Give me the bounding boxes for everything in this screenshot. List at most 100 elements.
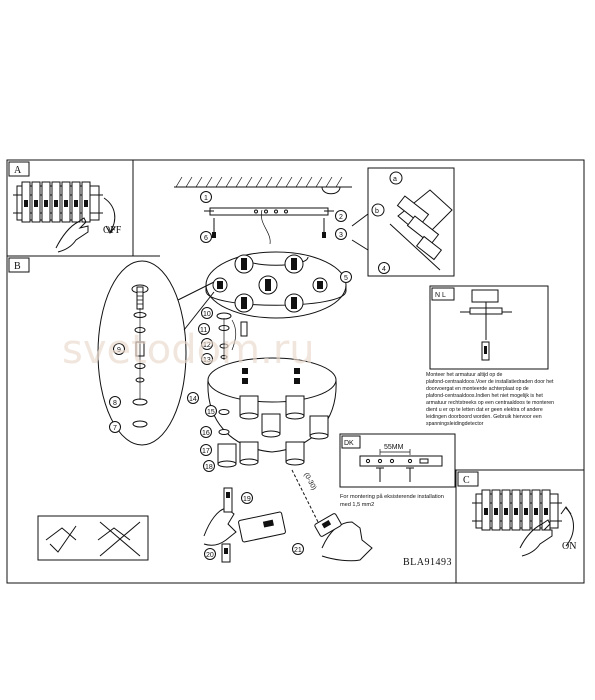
svg-text:15: 15 — [207, 409, 215, 416]
do-dont-icons — [37, 515, 149, 561]
step-number: 16 — [200, 426, 212, 438]
step-number: 21 — [292, 543, 304, 555]
step-number: 13 — [201, 353, 213, 365]
panel-b: B — [7, 255, 160, 273]
step-number: 4 — [378, 262, 390, 274]
nl-text: Monteer het armatuur altijd op de plafon… — [426, 372, 554, 427]
panel-a-off-label: OFF — [103, 225, 122, 236]
panel-b-letter: B — [14, 261, 21, 272]
rotate-down-arrow-icon — [103, 197, 116, 233]
zoom-detail-bubble — [97, 260, 215, 446]
nl-text-line: doorvoergat en monteerde achterplaat op … — [426, 386, 529, 392]
step-number: 10 — [201, 307, 213, 319]
step-number: 3 — [335, 228, 347, 240]
svg-text:1: 1 — [204, 195, 208, 202]
hand-icon — [203, 507, 237, 546]
dk-label-box — [341, 435, 361, 449]
step-number: 2 — [335, 210, 347, 222]
svg-text:13: 13 — [203, 357, 211, 364]
nl-text-line: plafond-centraaldoos.Voer de installatie… — [426, 379, 554, 385]
page-frame — [6, 159, 585, 584]
svg-text:9: 9 — [117, 347, 121, 354]
svg-text:11: 11 — [200, 327, 207, 334]
dk-note-line: med 1,5 mm2 — [340, 502, 374, 508]
panel-c-letter: C — [463, 475, 470, 486]
svg-text:8: 8 — [113, 400, 117, 407]
panel-a-letter: A — [14, 165, 22, 176]
svg-text:12: 12 — [203, 342, 211, 349]
panel-c: C ON — [455, 469, 585, 584]
remote-range-label: (0-30) — [302, 472, 317, 492]
svg-text:21: 21 — [294, 547, 302, 554]
step-number: 18 — [203, 460, 215, 472]
step-number: 14 — [187, 392, 199, 404]
model-code: BLA91493 — [403, 557, 452, 568]
nl-text-line: spanningsleidingdetector — [426, 421, 484, 427]
svg-text:10: 10 — [203, 311, 211, 318]
panel-b-letter-box — [8, 257, 30, 273]
svg-text:18: 18 — [205, 464, 213, 471]
incorrect-cleaning-icon — [97, 521, 141, 557]
svg-text:17: 17 — [202, 448, 210, 455]
nl-label-box — [431, 287, 455, 301]
svg-text:2: 2 — [339, 214, 343, 221]
nl-text-line: Monteer het armatuur altijd op de — [426, 372, 503, 378]
step-number: 8 — [109, 396, 121, 408]
step-number: 6 — [200, 231, 212, 243]
svg-text:3: 3 — [339, 232, 343, 239]
nl-text-line: dient u er op te letten dat er geen elek… — [426, 407, 543, 413]
side-parts — [216, 312, 248, 435]
correct-cleaning-icon — [45, 525, 77, 553]
callout-b-label: b — [375, 208, 379, 215]
mounting-bracket — [204, 207, 334, 245]
dk-label: DK — [344, 440, 354, 447]
panel-a-letter-box — [8, 161, 30, 177]
watermark: svetodom.ru — [62, 327, 315, 373]
svg-text:6: 6 — [204, 235, 208, 242]
fuse-box-icon — [13, 181, 103, 223]
remote-control — [238, 511, 286, 543]
step-number: 20 — [204, 548, 216, 560]
dk-box: DK 55MM — [339, 433, 456, 488]
step-number: 17 — [200, 444, 212, 456]
ceiling-canopy — [205, 251, 347, 319]
lamp-body — [207, 357, 337, 468]
svg-text:16: 16 — [202, 430, 210, 437]
hand-icon — [519, 519, 553, 557]
ceiling — [174, 176, 352, 195]
nl-instruction-box: N L — [429, 285, 549, 370]
dk-bracket-plate — [359, 455, 443, 467]
dk-dimension: 55MM — [384, 444, 404, 451]
callout-a-circle — [389, 171, 403, 185]
step-number: 15 — [205, 405, 217, 417]
step-number: 9 — [113, 343, 125, 355]
hand-icon — [321, 521, 373, 562]
step-number: 19 — [241, 492, 253, 504]
step-numbers: 1 2 3 4 5 6 7 8 9 10 11 12 13 14 15 16 1… — [109, 191, 390, 560]
nl-text-line: plafond-centraaldoos.Indien het niet mog… — [426, 393, 543, 399]
svg-text:14: 14 — [189, 396, 197, 403]
dk-note-line: For montering på eksisterende installati… — [340, 493, 444, 500]
panel-c-letter-box — [457, 471, 479, 487]
step-number: 1 — [200, 191, 212, 203]
svg-text:19: 19 — [243, 496, 251, 503]
step-number: 11 — [198, 323, 210, 335]
step-number: 12 — [201, 338, 213, 350]
step-number: 5 — [340, 271, 352, 283]
step-number: 7 — [109, 421, 121, 433]
svg-text:20: 20 — [206, 552, 214, 559]
callout-b-circle — [371, 203, 385, 217]
panel-a: A OFF — [6, 159, 134, 257]
nl-text-line: armatuur rechtstreeks op een centraaldoo… — [426, 400, 554, 406]
panel-c-on-label: ON — [562, 541, 576, 552]
fuse-box-icon — [472, 489, 562, 531]
connector-detail-inset: a b — [351, 167, 455, 277]
svg-text:7: 7 — [113, 425, 117, 432]
nl-label: N L — [435, 292, 446, 299]
hand-icon — [55, 217, 89, 253]
svg-text:5: 5 — [344, 275, 348, 282]
nl-illustration — [460, 289, 512, 361]
callout-a-label: a — [393, 176, 397, 183]
remote-control-area: (0-30) — [203, 469, 373, 563]
